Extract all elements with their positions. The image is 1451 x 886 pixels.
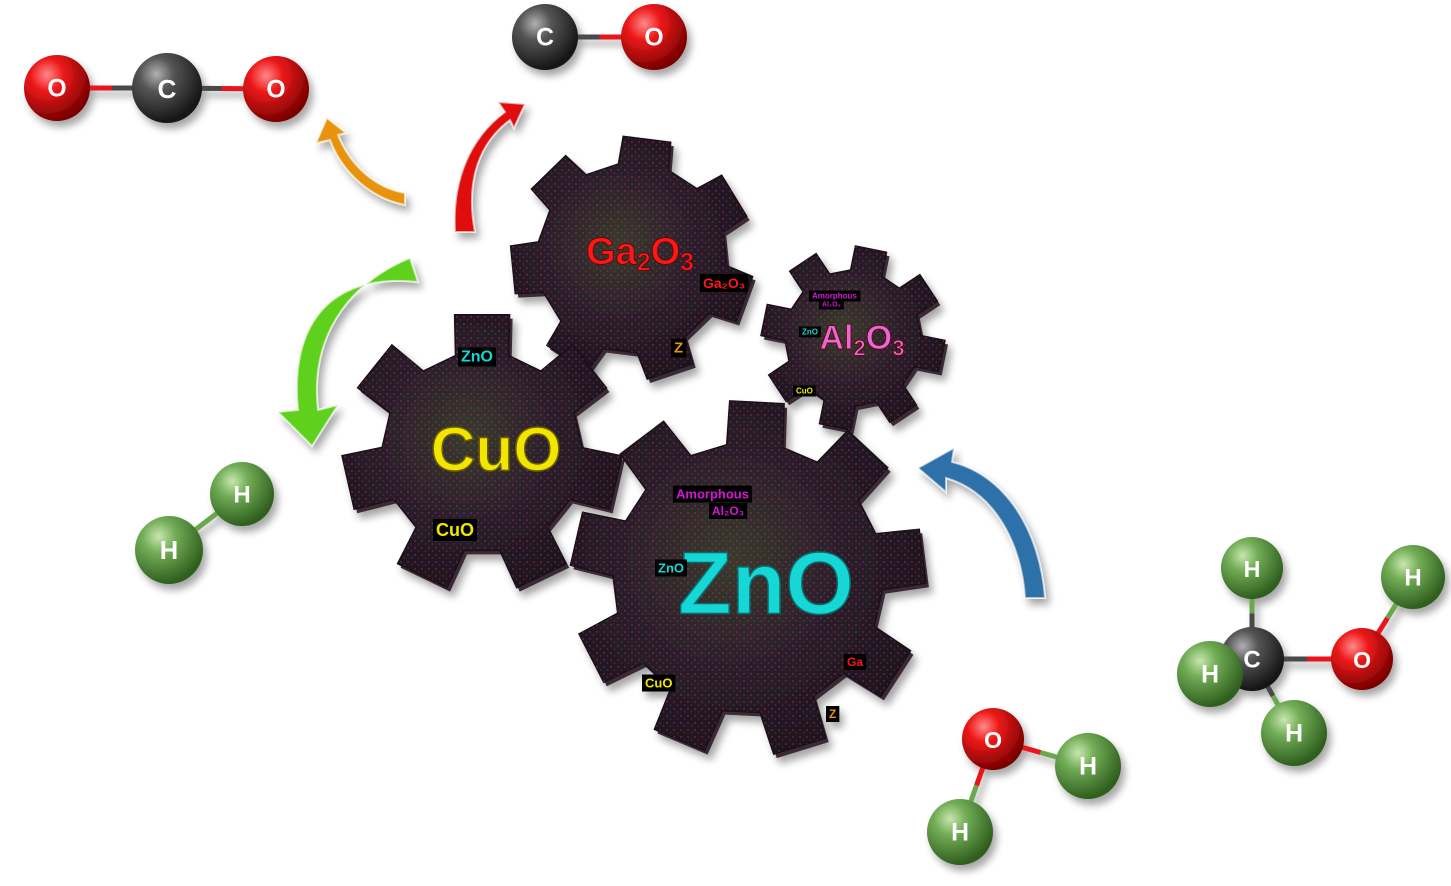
ga2o3-tag-z: Z [674, 340, 683, 357]
methanol-molecule-atom-o: O [1331, 628, 1393, 690]
cuo-gear-texture [342, 314, 622, 588]
ga2o3-tag: Ga₂O₃ [703, 275, 745, 291]
methanol-molecule-atom-h: H [1177, 641, 1243, 707]
atom-h-label: H [1285, 721, 1303, 748]
zno-gear-texture [570, 400, 926, 755]
atom-o-sphere [1331, 628, 1393, 690]
atom-o-label: O [266, 77, 285, 104]
al2o3-tag-cuo-bg [793, 385, 816, 397]
co2-molecule-atom-c: C [132, 53, 202, 123]
atom-h-sphere [1261, 700, 1327, 766]
ga2o3-tag-z-bg [671, 338, 687, 358]
al2o3-tag-zno-bg [799, 326, 821, 338]
methanol-molecule-atom-h: H [1221, 537, 1283, 599]
atom-h-label: H [1244, 556, 1261, 582]
zno-tag-amorphous: Amorphous [676, 487, 749, 502]
atom-h-label: H [160, 537, 178, 565]
atom-o-sphere [962, 708, 1024, 770]
atom-h-label: H [1404, 565, 1421, 592]
atom-c-sphere [512, 4, 578, 70]
zno-tag-amorphous-bg [673, 485, 752, 503]
cuo-gear: CuO ZnO CuO [341, 313, 625, 592]
zno-tag-cuo: CuO [645, 676, 672, 691]
cuo-tag-cuo: CuO [436, 520, 474, 540]
atom-h-sphere [135, 516, 203, 584]
al2o3-tag-cuo: CuO [796, 387, 813, 396]
atom-o-sphere [243, 56, 309, 122]
h2o-molecule-atom-h: H [927, 799, 993, 865]
al2o3-tag-amorphous-bg [809, 290, 861, 302]
h2o-molecule: O H H [927, 708, 1121, 865]
zno-tag-al2o3-bg [709, 503, 748, 519]
zno-label: ZnO [678, 534, 854, 633]
co-molecule-atom-o: O [621, 4, 687, 70]
h2o-molecule-atom-h: H [1055, 733, 1121, 799]
co2-molecule-atom-o: O [243, 56, 309, 122]
zno-tag-ga-bg [844, 654, 867, 670]
atom-h-sphere [1381, 545, 1445, 609]
blue-arrow [916, 446, 1047, 599]
cuo-label: CuO [431, 416, 562, 485]
methanol-molecule: C O H H H H [1177, 537, 1445, 766]
atom-c-label: C [1243, 647, 1260, 674]
reaction-arrows [275, 100, 1047, 599]
atom-h-label: H [233, 482, 250, 509]
zno-tag-ga: Ga [847, 655, 863, 669]
ga2o3-gear-texture [510, 136, 753, 379]
al2o3-tag-amorphous: Amorphous [812, 292, 857, 301]
atom-h-label: H [1201, 662, 1219, 689]
h2o-molecule-atom-o: O [962, 708, 1024, 770]
atom-c-label: C [158, 74, 177, 104]
atom-h-sphere [1055, 733, 1121, 799]
al2o3-gear-texture [761, 246, 945, 430]
atom-h-sphere [1177, 641, 1243, 707]
zno-tag-z-bg [826, 706, 840, 722]
atom-o-label: O [644, 25, 663, 52]
atom-h-sphere [210, 462, 274, 526]
zno-tag-cuo-bg [642, 674, 676, 692]
atom-o-label: O [1353, 647, 1371, 673]
zno-tag-z: Z [829, 707, 836, 721]
ga2o3-label: Ga2O3 [586, 231, 694, 276]
orange-arrow [314, 116, 406, 207]
h2-molecule-atom-h: H [135, 516, 203, 584]
methanol-molecule-atom-h: H [1261, 700, 1327, 766]
atom-o-label: O [984, 727, 1002, 753]
red-arrow [453, 100, 527, 233]
co-molecule-atom-c: C [512, 4, 578, 70]
methanol-molecule-atom-h: H [1381, 545, 1445, 609]
zno-tag-al2o3: Al₂O₃ [712, 504, 744, 518]
al2o3-tag-al2o3-bg [819, 300, 844, 310]
ga2o3-tag-bg [700, 274, 749, 292]
co2-molecule-atom-o: O [24, 55, 90, 121]
zno-tag-zno-bg [655, 559, 687, 577]
al2o3-label: Al2O3 [819, 319, 904, 360]
atom-h-label: H [951, 820, 969, 847]
cuo-tag-cuo-bg [433, 519, 477, 541]
al2o3-tag-al2o3: Al₂O₃ [822, 302, 841, 309]
atom-c-sphere [132, 53, 202, 123]
atom-h-label: H [1079, 754, 1097, 781]
atom-h-sphere [927, 799, 993, 865]
zno-tag-zno: ZnO [658, 561, 684, 576]
h2-molecule-atom-h: H [210, 462, 274, 526]
atom-o-label: O [47, 76, 66, 103]
cuo-tag-zno-bg [458, 347, 496, 367]
h2-molecule: HH [135, 462, 274, 584]
atom-o-sphere [621, 4, 687, 70]
atom-h-sphere [1221, 537, 1283, 599]
green-arrow [275, 256, 420, 448]
atom-o-sphere [24, 55, 90, 121]
al2o3-tag-zno: ZnO [802, 328, 818, 337]
cuo-tag-zno: ZnO [461, 349, 493, 366]
atom-c-label: C [536, 25, 554, 52]
